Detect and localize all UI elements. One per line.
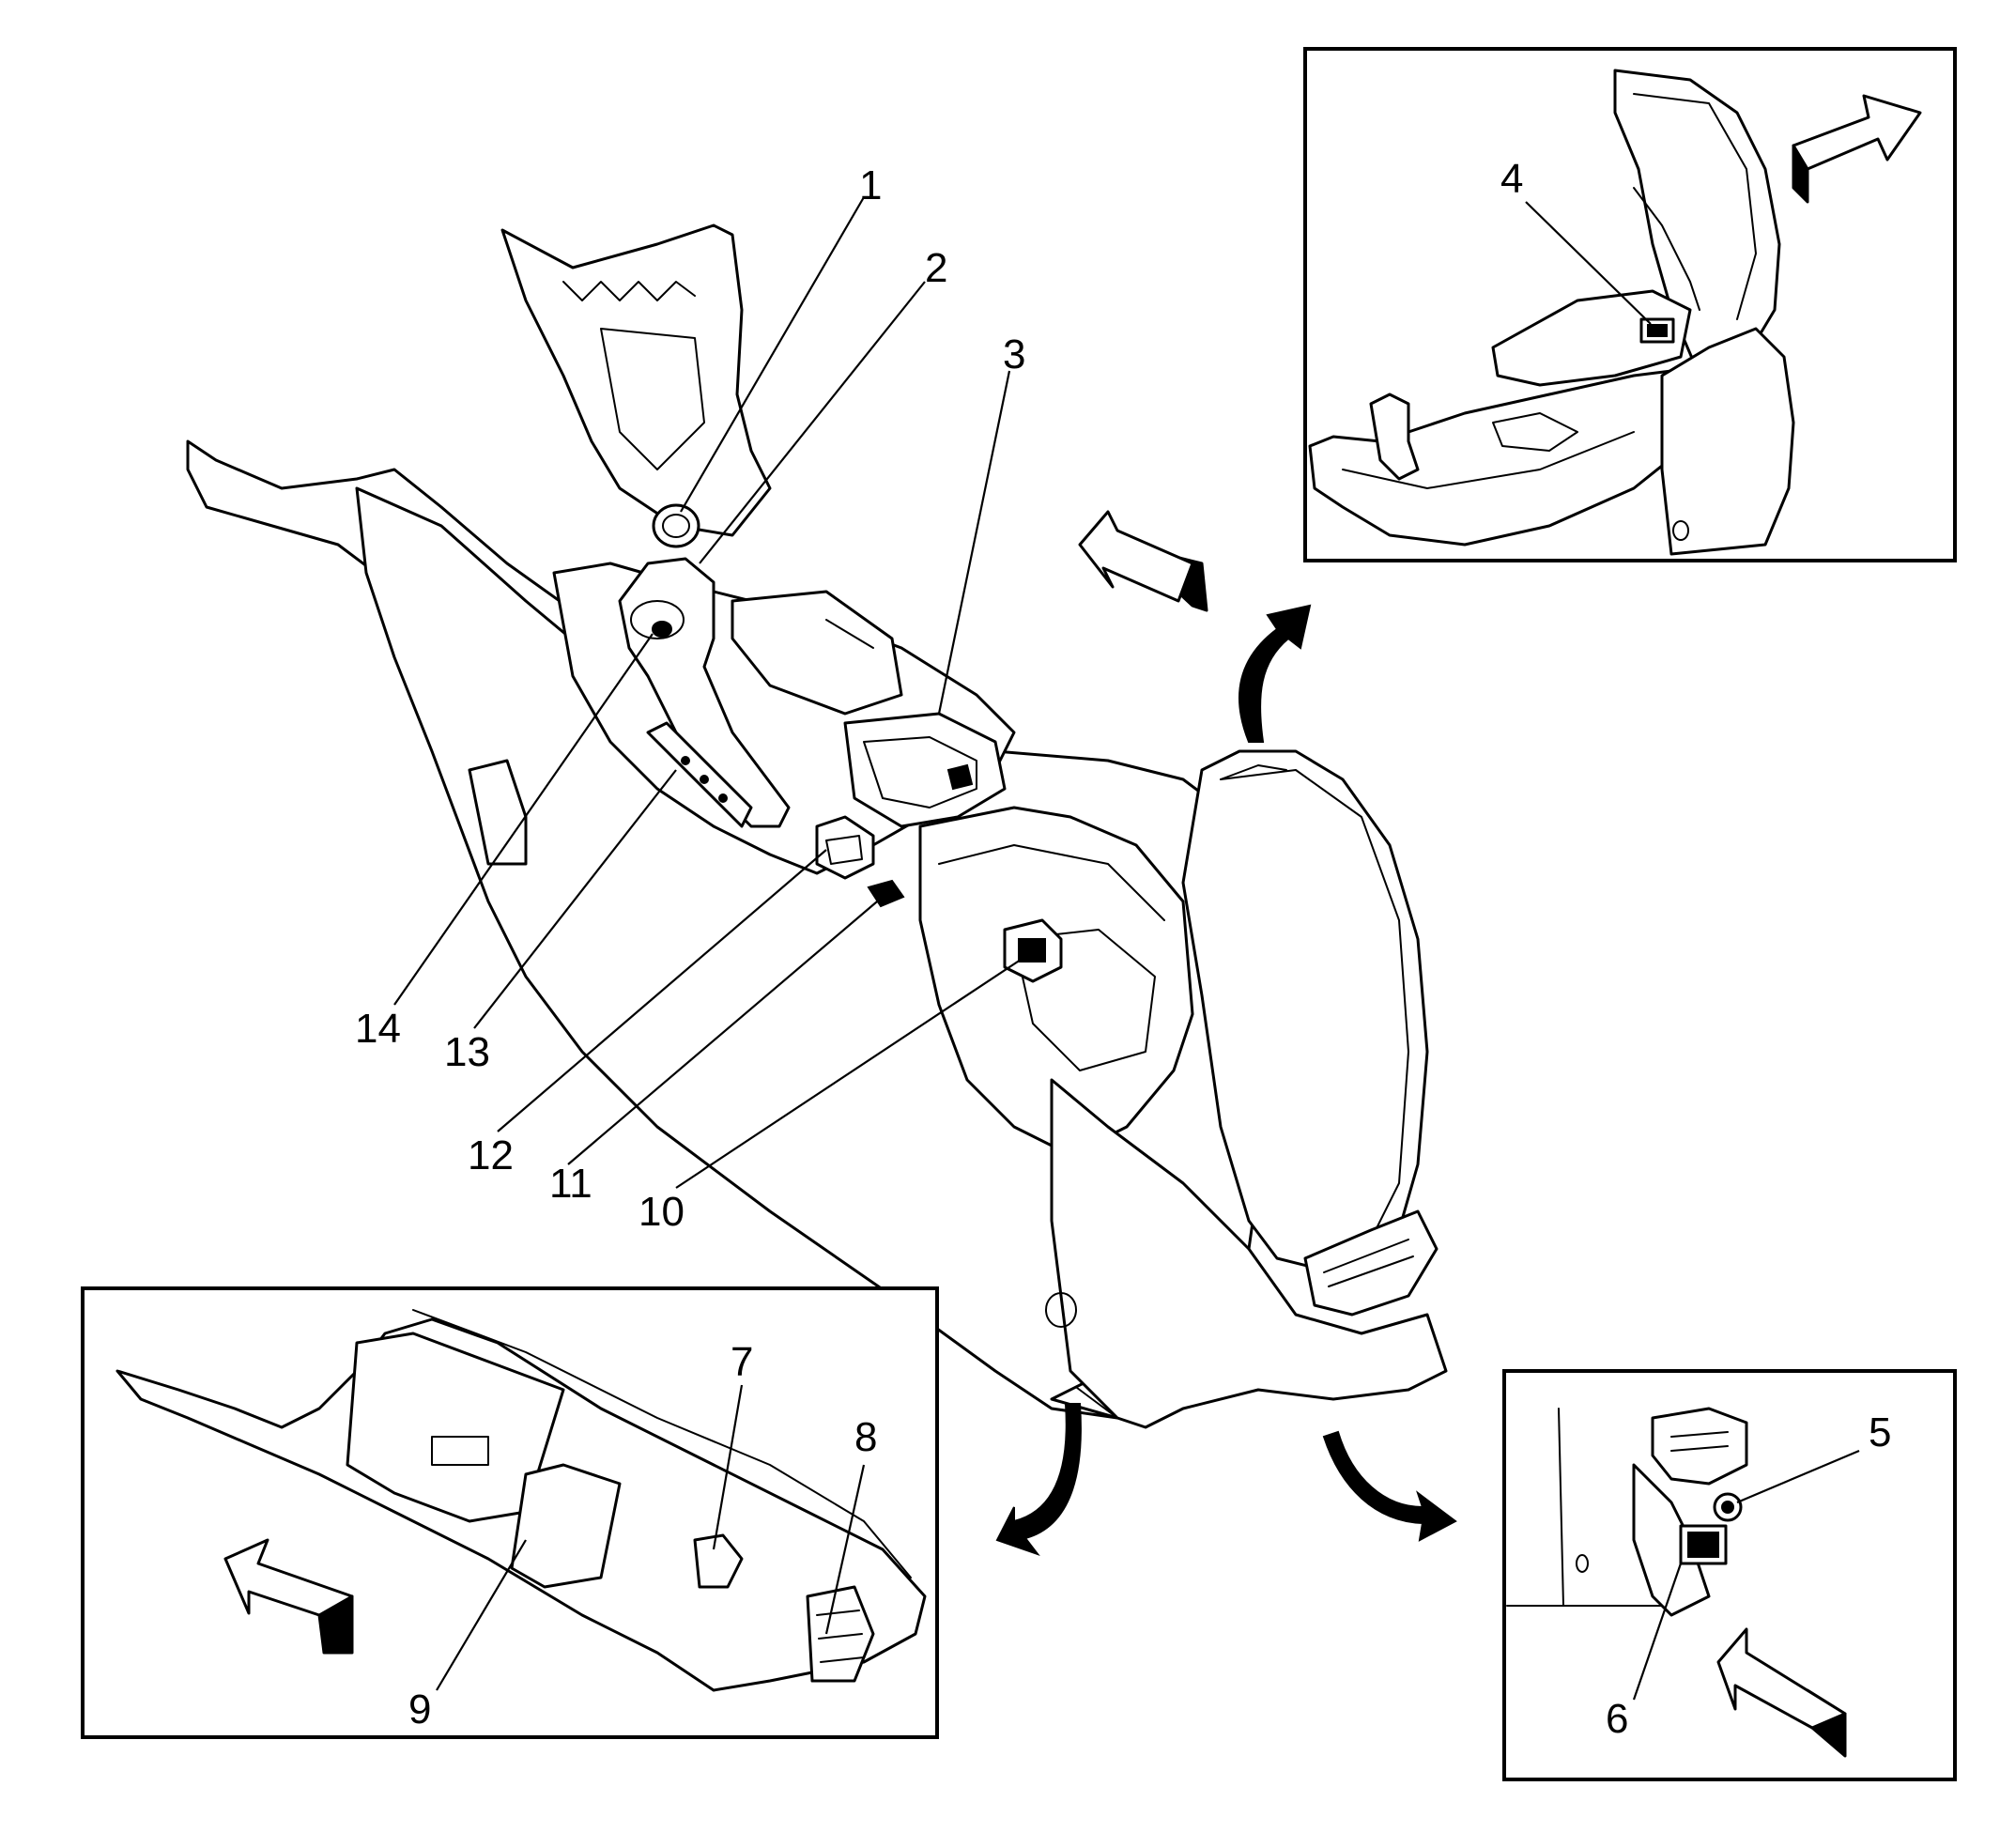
detail-tr-shifter — [1369, 393, 1420, 481]
leader-4 — [1525, 201, 1652, 325]
leader-8 — [824, 1464, 866, 1635]
console-switch-face — [825, 835, 863, 865]
storage-bin — [918, 806, 1194, 1157]
shifter-bezel-inner — [662, 514, 690, 538]
detail-tr-cupholder — [1492, 412, 1578, 452]
armrest-lid-seam — [1220, 769, 1409, 1240]
detail-br-vent-housing — [1651, 1407, 1748, 1486]
detail-bl-module — [510, 1463, 622, 1589]
detail-tr-block-arrow — [1792, 94, 1922, 204]
leader-11 — [567, 896, 884, 1165]
detail-br-rear-body — [1632, 1463, 1711, 1617]
cupholder-detail — [946, 763, 974, 791]
rear-panel-hole — [1045, 1292, 1077, 1328]
detail-bl-frame-window — [431, 1436, 489, 1466]
callout-13: 13 — [444, 1029, 490, 1075]
detail-br-part-5-center — [1721, 1501, 1734, 1514]
tray-slot — [825, 619, 874, 649]
leader-12 — [497, 849, 827, 1132]
leader-3 — [937, 370, 1011, 715]
rear-vent-louver-2 — [1328, 1255, 1414, 1287]
callout-10: 10 — [638, 1189, 685, 1235]
detail-bl-part-8-slots — [816, 1609, 865, 1663]
leader-10 — [675, 957, 1024, 1189]
detail-tr-rear-panel — [1660, 327, 1795, 556]
leader-9 — [436, 1539, 527, 1691]
cup-holder-tray — [731, 590, 903, 716]
side-bracket — [468, 759, 528, 866]
detail-bl-part-7 — [693, 1533, 744, 1589]
rear-vent — [1303, 1209, 1438, 1317]
detail-tr-lid-inner — [1633, 93, 1757, 320]
detail-br-vent-louver — [1670, 1431, 1729, 1452]
detail-bl-console-top-edge — [412, 1309, 912, 1578]
callout-14: 14 — [355, 1006, 401, 1052]
shifter-bezel-ring — [652, 503, 700, 548]
detail-br-part-6-face — [1687, 1532, 1719, 1558]
detail-rear-console — [1502, 1369, 1957, 1781]
callout-2: 2 — [925, 245, 947, 291]
stack-opening — [600, 328, 705, 470]
callout-3: 3 — [1003, 331, 1025, 377]
detail-tr-console-edge — [1342, 431, 1635, 489]
curve-arrow-lower-left — [995, 1403, 1082, 1557]
detail-br-hole — [1576, 1554, 1589, 1573]
detail-console-underside — [81, 1286, 939, 1739]
leader-lines — [393, 196, 1024, 1189]
prndl-dot-2 — [700, 775, 709, 784]
leader-13 — [473, 769, 677, 1029]
leader-5 — [1736, 1449, 1860, 1504]
callout-12: 12 — [468, 1132, 514, 1178]
curve-arrow-upper — [1238, 604, 1312, 743]
detail-armrest-open — [1303, 47, 1957, 562]
cupholder-inner — [863, 736, 977, 808]
armrest-lid-top-notch — [1220, 764, 1287, 780]
storage-bin-floor — [1013, 929, 1156, 1071]
callout-labels: 1 2 3 4 5 6 7 8 9 10 11 12 13 14 — [355, 156, 1891, 1742]
detail-br-panel-left — [1558, 1408, 1564, 1607]
curve-arrow-lower-right — [1322, 1430, 1457, 1542]
main-console — [186, 223, 1448, 1429]
callout-7: 7 — [731, 1339, 753, 1385]
callout-4: 4 — [1500, 156, 1523, 202]
prndl-dot-3 — [718, 793, 728, 803]
detail-tr-part-4-face — [1647, 324, 1668, 337]
callout-8: 8 — [854, 1414, 877, 1460]
leader-14 — [393, 633, 654, 1006]
rear-console-panel — [1050, 1078, 1448, 1429]
leader-2 — [699, 281, 926, 564]
console-small-button — [867, 879, 905, 908]
detail-tr-lid-hinge — [1633, 187, 1700, 311]
detail-br-block-arrow — [1716, 1627, 1847, 1758]
block-arrow-upper-center — [1078, 510, 1208, 612]
callout-9: 9 — [408, 1686, 431, 1732]
stack-vent-grille — [562, 281, 696, 301]
storage-bin-lip — [938, 844, 1165, 921]
main-arrows — [995, 510, 1457, 1557]
callout-1: 1 — [859, 162, 882, 208]
detail-bl-block-arrow — [223, 1538, 354, 1655]
prndl-dot-1 — [681, 756, 690, 765]
callout-6: 6 — [1606, 1696, 1628, 1742]
leader-6 — [1632, 1563, 1683, 1701]
rear-vent-louver-1 — [1323, 1239, 1409, 1273]
knob-top — [630, 600, 685, 639]
detail-tr-rear-hole — [1672, 520, 1689, 541]
leader-1 — [680, 196, 865, 513]
knob-button — [652, 621, 672, 638]
callout-5: 5 — [1869, 1409, 1891, 1455]
upper-stack-bezel — [500, 223, 772, 537]
leader-7 — [712, 1384, 744, 1550]
callout-11: 11 — [549, 1161, 592, 1207]
